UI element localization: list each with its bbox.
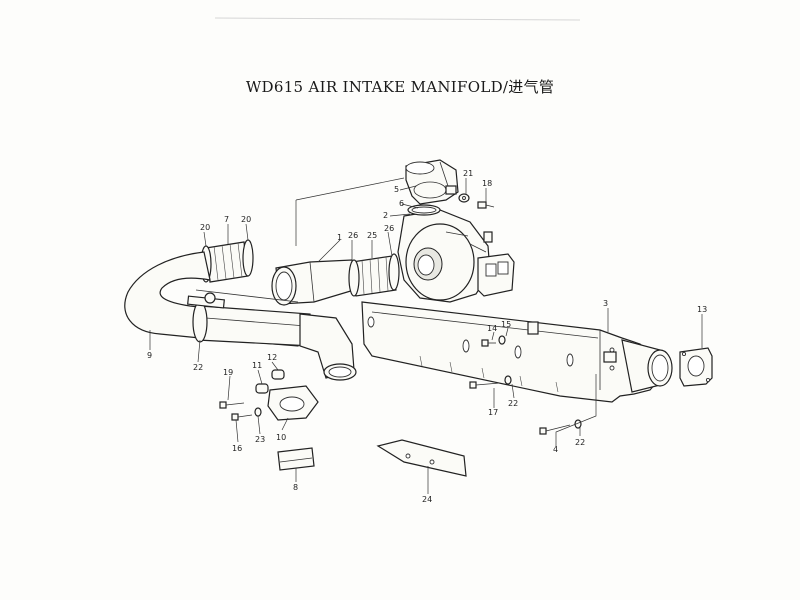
- callout-12: 12: [267, 353, 277, 362]
- part-14-bolt: [481, 339, 496, 347]
- part-18-bolt: [477, 201, 495, 209]
- part-12-spacer: [271, 369, 285, 380]
- callout-19: 19: [223, 368, 233, 377]
- part-22-washer-top: [458, 193, 470, 203]
- tube-outlet-elbow: [299, 313, 357, 381]
- callout-23: 23: [255, 435, 265, 444]
- part-26-clamp-b: [388, 253, 400, 291]
- callout-5: 5: [394, 185, 399, 194]
- callout-2: 2: [383, 211, 388, 220]
- callout-10: 10: [276, 433, 286, 442]
- callout-7: 7: [224, 215, 229, 224]
- callout-24: 24: [422, 495, 432, 504]
- part-20-clamp-b: [242, 239, 254, 277]
- part-15-washer: [498, 335, 506, 345]
- part-17-bolt: [469, 381, 501, 389]
- part-8-bracket: [277, 447, 315, 471]
- callout-22-top: 21: [463, 169, 473, 178]
- callout-25: 25: [367, 231, 377, 240]
- callout-26-b: 26: [384, 224, 394, 233]
- part-4-bolt: [539, 424, 571, 435]
- part-13-gasket: [679, 347, 713, 387]
- callout-6: 6: [399, 199, 404, 208]
- scan-edge-line: [214, 17, 581, 21]
- callout-1: 1: [337, 233, 342, 242]
- part-22-washer-mid: [504, 375, 512, 385]
- part-21-clamp-band: [187, 292, 225, 343]
- part-7-hose-left: [205, 241, 249, 283]
- callout-21: 22: [193, 363, 203, 372]
- part-10-clamp: [267, 385, 319, 421]
- callout-3: 3: [603, 299, 608, 308]
- callout-20-a: 20: [200, 223, 210, 232]
- callout-22-mid: 22: [508, 399, 518, 408]
- callout-4: 4: [553, 445, 558, 454]
- part-1-reducer-cone: [271, 259, 357, 306]
- part-5-elbow: [405, 159, 459, 205]
- diagram-title: WD615 AIR INTAKE MANIFOLD/进气管: [245, 78, 555, 96]
- part-23-washer: [254, 407, 262, 417]
- callout-17: 17: [488, 408, 498, 417]
- callout-26-a: 26: [348, 231, 358, 240]
- part-3-manifold: [361, 301, 673, 403]
- callout-13: 13: [697, 305, 707, 314]
- part-16-bolt: [231, 413, 253, 421]
- part-11-spacer: [255, 383, 269, 394]
- callout-22-low: 22: [575, 438, 585, 447]
- part-26-clamp-a: [348, 259, 360, 297]
- callout-8: 8: [293, 483, 298, 492]
- callout-20-b: 20: [241, 215, 251, 224]
- callout-11: 11: [252, 361, 262, 370]
- callout-14: 14: [487, 324, 497, 333]
- part-2-turbocharger: [397, 209, 515, 303]
- callout-16: 16: [232, 444, 242, 453]
- part-22-washer-low: [574, 419, 582, 429]
- callout-15: 15: [501, 320, 511, 329]
- callout-18: 18: [482, 179, 492, 188]
- part-19-bolt: [219, 401, 245, 409]
- part-24-support-bracket: [376, 439, 467, 477]
- leader-lines: [149, 177, 703, 494]
- callout-9: 9: [147, 351, 152, 360]
